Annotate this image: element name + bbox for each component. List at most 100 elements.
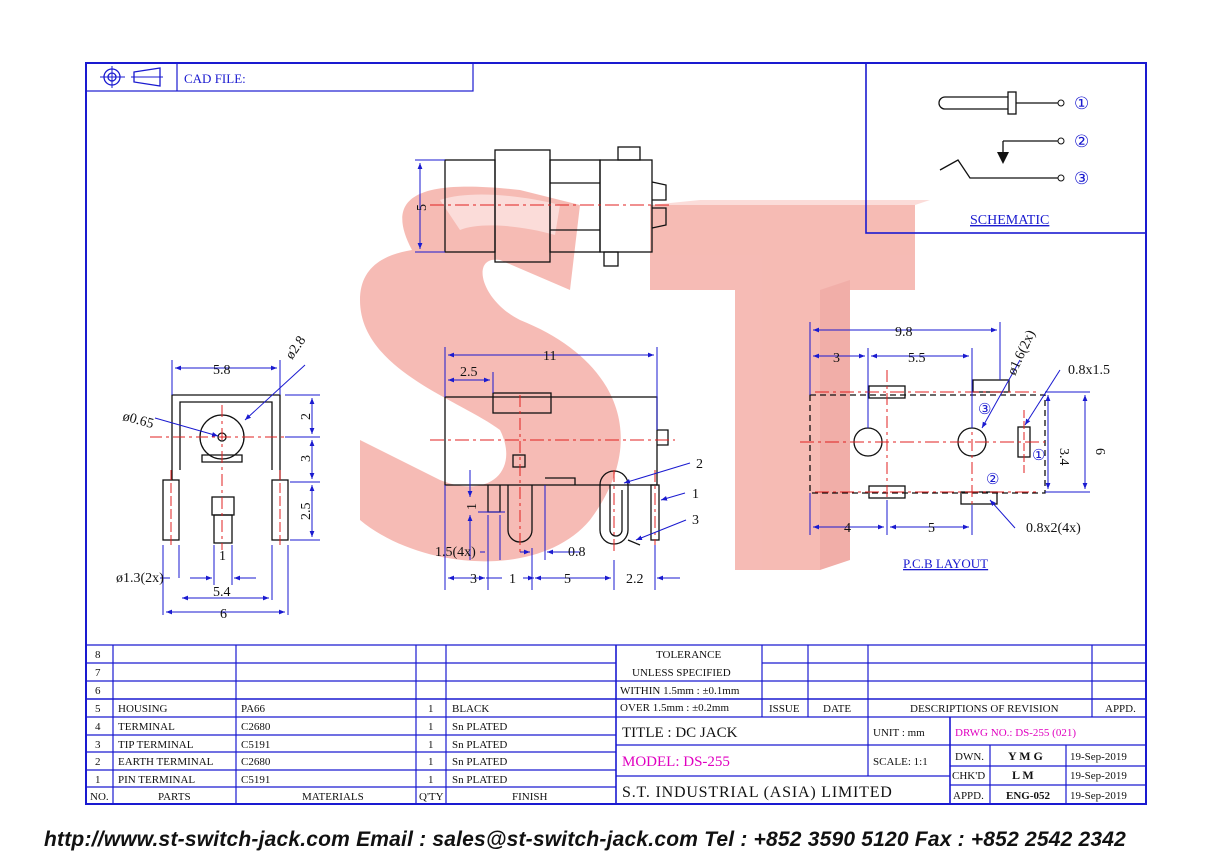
svg-text:APPD.: APPD. [1105, 703, 1136, 715]
svg-text:3: 3 [299, 455, 314, 462]
table-row: 3 TIP TERMINAL C5191 1 Sn PLATED [95, 739, 507, 751]
svg-text:0.8: 0.8 [568, 545, 586, 560]
svg-text:2: 2 [95, 756, 101, 768]
svg-text:1.5(4x): 1.5(4x) [435, 545, 476, 560]
svg-text:2.5: 2.5 [299, 503, 314, 521]
svg-text:4: 4 [95, 721, 101, 733]
table-row: 4 TERMINAL C2680 1 Sn PLATED [95, 721, 507, 733]
svg-text:3: 3 [692, 513, 699, 528]
svg-text:0.8x2(4x): 0.8x2(4x) [1026, 521, 1081, 536]
svg-text:5.5: 5.5 [908, 351, 926, 366]
schematic-box: ① ② ③ SCHEMATIC [865, 62, 1147, 234]
svg-text:Q'TY: Q'TY [419, 791, 444, 803]
table-row: 5 HOUSING PA66 1 BLACK [95, 703, 489, 715]
svg-text:HOUSING: HOUSING [118, 703, 168, 715]
svg-text:5.4: 5.4 [213, 585, 231, 600]
title-block: TITLE : DC JACK MODEL: DS-255 S.T. INDUS… [622, 725, 1127, 802]
svg-text:①: ① [1032, 448, 1045, 464]
svg-text:2.5: 2.5 [460, 365, 478, 380]
pcb-layout-label: P.C.B LAYOUT [903, 556, 988, 571]
svg-text:3: 3 [470, 572, 477, 587]
svg-text:2.2: 2.2 [626, 572, 644, 587]
model-number: MODEL: DS-255 [622, 754, 730, 770]
svg-text:1: 1 [95, 774, 101, 786]
svg-text:19-Sep-2019: 19-Sep-2019 [1070, 790, 1127, 802]
svg-text:Sn PLATED: Sn PLATED [452, 774, 507, 786]
svg-text:FINISH: FINISH [512, 791, 548, 803]
svg-text:7: 7 [95, 667, 101, 679]
svg-text:UNIT : mm: UNIT : mm [873, 727, 925, 739]
svg-text:1: 1 [428, 703, 434, 715]
svg-text:1: 1 [219, 549, 226, 564]
svg-text:BLACK: BLACK [452, 703, 489, 715]
svg-text:NO.: NO. [90, 791, 109, 803]
front-view [150, 360, 320, 615]
svg-text:Y M G: Y M G [1008, 749, 1043, 763]
svg-text:SCALE: 1:1: SCALE: 1:1 [873, 756, 928, 768]
svg-text:3: 3 [95, 739, 101, 751]
svg-text:PARTS: PARTS [158, 791, 191, 803]
svg-text:1: 1 [692, 487, 699, 502]
cad-header: CAD FILE: [85, 62, 474, 92]
svg-text:ø0.65: ø0.65 [121, 409, 155, 432]
svg-text:2: 2 [299, 413, 314, 420]
company-name: S.T. INDUSTRIAL (ASIA) LIMITED [622, 784, 893, 801]
drawing-number: DRWG NO.: DS-255 (021) [955, 727, 1076, 739]
svg-text:ø1.3(2x): ø1.3(2x) [116, 571, 164, 586]
schematic-label: SCHEMATIC [970, 213, 1049, 228]
svg-text:C5191: C5191 [241, 774, 270, 786]
side-view [430, 347, 691, 590]
title-block-grid [86, 644, 1146, 804]
svg-text:1: 1 [428, 774, 434, 786]
svg-text:②: ② [986, 472, 999, 488]
svg-text:19-Sep-2019: 19-Sep-2019 [1070, 751, 1127, 763]
svg-text:PA66: PA66 [241, 703, 266, 715]
svg-text:C2680: C2680 [241, 756, 271, 768]
svg-text:OVER 1.5mm : ±0.2mm: OVER 1.5mm : ±0.2mm [620, 702, 729, 714]
svg-text:1: 1 [428, 756, 434, 768]
svg-text:Sn PLATED: Sn PLATED [452, 739, 507, 751]
svg-text:4: 4 [844, 521, 851, 536]
svg-text:5.8: 5.8 [213, 363, 231, 378]
svg-text:TERMINAL: TERMINAL [118, 721, 175, 733]
svg-text:TOLERANCE: TOLERANCE [656, 649, 721, 661]
svg-text:L M: L M [1012, 768, 1034, 782]
svg-text:EARTH TERMINAL: EARTH TERMINAL [118, 756, 214, 768]
top-view [415, 146, 672, 267]
svg-text:3: 3 [833, 351, 840, 366]
svg-text:6: 6 [1092, 448, 1107, 455]
svg-text:ø1.6(2x): ø1.6(2x) [1005, 328, 1039, 378]
schematic-pin-2: ② [1074, 132, 1089, 151]
svg-text:19-Sep-2019: 19-Sep-2019 [1070, 770, 1127, 782]
svg-text:MATERIALS: MATERIALS [302, 791, 364, 803]
svg-text:Sn PLATED: Sn PLATED [452, 756, 507, 768]
top-height-dim: 5 [415, 204, 430, 211]
schematic-pin-3: ③ [1074, 169, 1089, 188]
svg-text:UNLESS SPECIFIED: UNLESS SPECIFIED [632, 667, 731, 679]
svg-text:ø2.8: ø2.8 [283, 334, 309, 363]
svg-text:C5191: C5191 [241, 739, 270, 751]
svg-text:6: 6 [220, 607, 227, 622]
svg-text:CHK'D: CHK'D [952, 770, 985, 782]
svg-text:1: 1 [465, 503, 480, 510]
svg-text:5: 5 [95, 703, 101, 715]
svg-text:5: 5 [564, 572, 571, 587]
svg-text:DATE: DATE [823, 703, 851, 715]
svg-text:③: ③ [978, 402, 991, 418]
svg-text:DWN.: DWN. [955, 751, 984, 763]
svg-text:ENG-052: ENG-052 [1006, 790, 1051, 802]
svg-text:PIN TERMINAL: PIN TERMINAL [118, 774, 195, 786]
schematic-pin-1: ① [1074, 94, 1089, 113]
footer-contact: http://www.st-switch-jack.com Email : sa… [44, 828, 1127, 851]
svg-text:ISSUE: ISSUE [769, 703, 800, 715]
svg-text:9.8: 9.8 [895, 325, 913, 340]
svg-text:3.4: 3.4 [1056, 448, 1071, 466]
svg-text:WITHIN 1.5mm : ±0.1mm: WITHIN 1.5mm : ±0.1mm [620, 685, 740, 697]
svg-text:DESCRIPTIONS OF REVISION: DESCRIPTIONS OF REVISION [910, 703, 1059, 715]
svg-text:6: 6 [95, 685, 101, 697]
svg-text:0.8x1.5: 0.8x1.5 [1068, 363, 1110, 378]
svg-text:1: 1 [509, 572, 516, 587]
drawing-title: TITLE : DC JACK [622, 725, 738, 741]
pcb-pin-markers: ③ ① ② [978, 402, 1045, 488]
svg-text:8: 8 [95, 649, 101, 661]
